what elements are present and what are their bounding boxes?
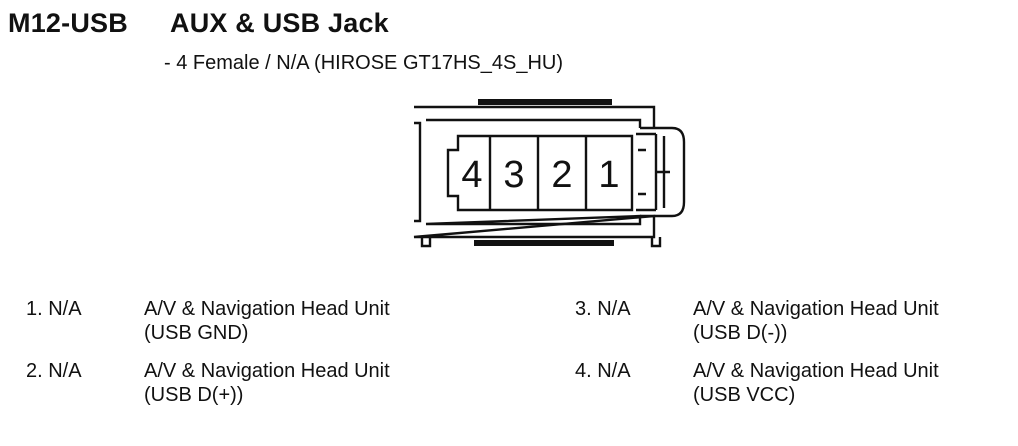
pin-description-line1: A/V & Navigation Head Unit <box>144 298 390 320</box>
bottom-latch-tab <box>474 240 614 246</box>
pin-description-line2: (USB VCC) <box>693 384 796 406</box>
cavity-block <box>446 134 634 212</box>
pin-number: 3. N/A <box>575 298 631 320</box>
housing-left-notch <box>414 121 422 223</box>
cavity-label-3: 3 <box>503 154 524 196</box>
cavity-label-2: 2 <box>551 154 572 196</box>
pin-description-line2: (USB D(-)) <box>693 322 788 344</box>
top-latch-tab <box>478 99 612 105</box>
side-latch <box>640 126 686 218</box>
cavity-label-4: 4 <box>461 154 482 196</box>
pin-description: A/V & Navigation Head Unit (USB VCC) <box>693 359 939 407</box>
housing-feet <box>420 237 662 248</box>
pin-description-line2: (USB GND) <box>144 322 249 344</box>
pin-description: A/V & Navigation Head Unit (USB D(-)) <box>693 297 939 345</box>
connector-housing <box>413 105 656 239</box>
connector-code: M12-USB <box>8 8 128 38</box>
cavity-label-1: 1 <box>598 154 619 196</box>
pin-description: A/V & Navigation Head Unit (USB D(+)) <box>144 359 390 407</box>
pin-number: 1. N/A <box>26 298 82 320</box>
pin-number: 4. N/A <box>575 360 631 382</box>
housing-inner-frame <box>425 118 642 226</box>
connector-subtitle: - 4 Female / N/A (HIROSE GT17HS_4S_HU) <box>164 52 564 74</box>
pin-description: A/V & Navigation Head Unit (USB GND) <box>144 297 390 345</box>
connector-title: M12-USB AUX & USB Jack <box>8 8 389 39</box>
side-latch-grid <box>636 132 670 212</box>
pin-description-line1: A/V & Navigation Head Unit <box>693 360 939 382</box>
connector-name: AUX & USB Jack <box>170 8 389 38</box>
pin-description-line1: A/V & Navigation Head Unit <box>693 298 939 320</box>
pin-number: 2. N/A <box>26 360 82 382</box>
connector-diagram: 4 3 2 1 <box>413 99 686 248</box>
pin-description-line2: (USB D(+)) <box>144 384 244 406</box>
pin-description-line1: A/V & Navigation Head Unit <box>144 360 390 382</box>
